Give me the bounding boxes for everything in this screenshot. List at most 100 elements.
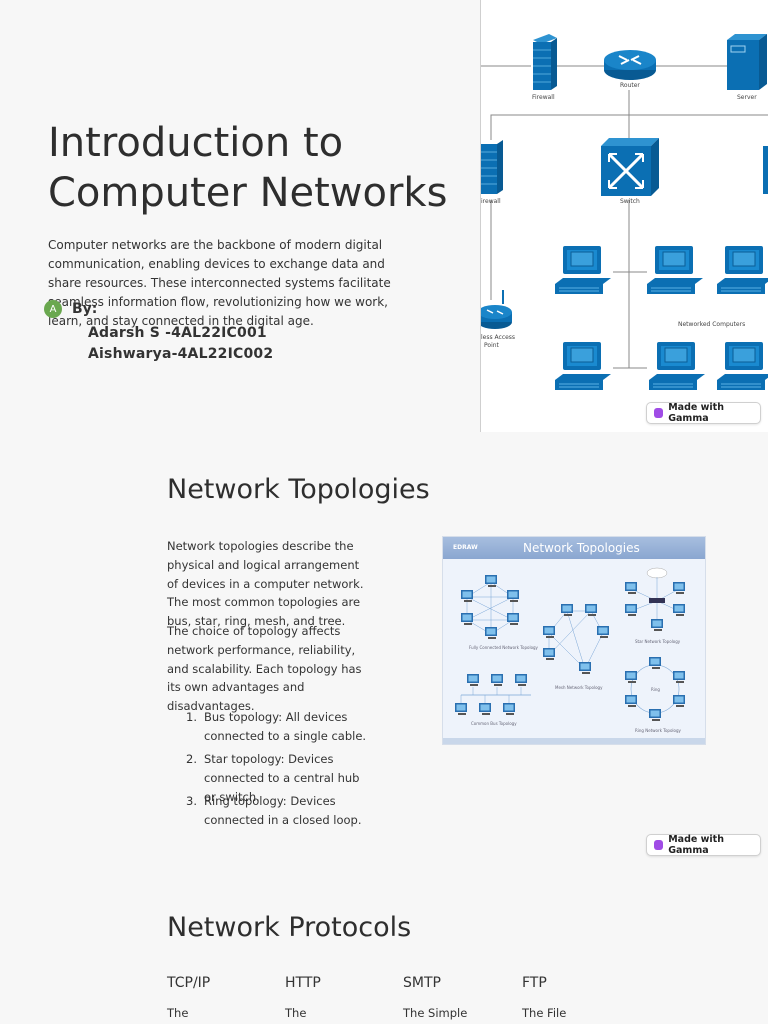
computer-icon (515, 674, 527, 686)
computer-icon (651, 619, 663, 631)
list-number: 1. (186, 710, 197, 724)
slide-title: Network Topologies (167, 474, 430, 505)
by-label: By: (72, 301, 98, 317)
made-with-gamma-badge[interactable]: Made with Gamma (646, 834, 761, 856)
computer-icon (455, 703, 467, 715)
network-diagram-image: Firewall Router Server (480, 0, 768, 432)
protocol-title: FTP (522, 975, 547, 991)
edraw-logo: EDRAW (453, 544, 478, 551)
cloud-icon (646, 567, 668, 579)
computer-icon (625, 671, 637, 683)
protocol-title: TCP/IP (167, 975, 211, 991)
topologies-image: EDRAW Network Topologies (442, 536, 706, 745)
access-point-label: Point (484, 342, 500, 349)
computer-icon (485, 627, 497, 639)
computer-icon (673, 671, 685, 683)
computer-icon (503, 703, 515, 715)
computer-icon (543, 648, 555, 660)
badge-label: Made with Gamma (668, 834, 724, 856)
access-point-icon (481, 290, 512, 329)
slide-description: Computer networks are the backbone of mo… (48, 238, 391, 328)
computer-icon (673, 604, 685, 616)
computer-icon (561, 604, 573, 616)
slide-protocols: Network Protocols TCP/IP The HTTP The SM… (0, 864, 768, 1024)
computer-icon (543, 626, 555, 638)
byline: A By: (44, 300, 97, 318)
authors: Adarsh S -4AL22IC001 Aishwarya-4AL22IC00… (88, 323, 273, 365)
protocol-title: HTTP (285, 975, 321, 991)
topology-label: Star Network Topology (635, 639, 681, 644)
computer-icon (579, 662, 591, 674)
list-number: 3. (186, 794, 197, 808)
switch-label: Switch (620, 198, 640, 205)
router-label: Router (620, 82, 640, 89)
image-title: Network Topologies (523, 541, 640, 555)
computer-icon (673, 582, 685, 594)
protocol-text: The (285, 1006, 307, 1020)
protocol-text: The Simple (403, 1006, 468, 1020)
computer-icon (625, 604, 637, 616)
computer-icon (554, 341, 612, 391)
slide-title: Network Protocols (167, 912, 412, 943)
list-item: 2. Star topology: Devices connected to a … (186, 750, 371, 804)
author-name: Aishwarya-4AL22IC002 (88, 346, 274, 362)
hub-icon (649, 598, 665, 603)
computer-icon (485, 575, 497, 587)
firewall-label: Firewall (532, 94, 555, 101)
paragraph: The choice of topology affects network p… (167, 624, 362, 714)
gamma-logo-icon (654, 840, 664, 850)
protocol-column: SMTP The Simple (403, 975, 513, 1020)
networked-computers-label: Networked Computers (678, 321, 745, 328)
computer-icon (673, 695, 685, 707)
server-icon (727, 34, 767, 90)
access-point-label: less Access (481, 334, 515, 341)
slide-intro: Introduction to Computer Networks Comput… (0, 0, 768, 432)
gamma-logo-icon (654, 408, 664, 418)
server-icon (763, 146, 768, 194)
image-header (443, 537, 705, 559)
protocol-text: The (167, 1006, 189, 1020)
computer-icon (467, 674, 479, 686)
computer-icon (625, 582, 637, 594)
slide-topologies: Network Topologies Network topologies de… (0, 432, 768, 864)
protocol-column: HTTP The (285, 975, 395, 1020)
topology-label: Ring Network Topology (635, 728, 682, 733)
list-text: Star topology: Devices connected to a ce… (204, 752, 360, 804)
network-diagram-svg: Firewall Router Server (481, 34, 768, 391)
protocol-column: FTP The File (522, 975, 632, 1020)
computer-icon (507, 590, 519, 602)
protocol-text: The File (522, 1006, 567, 1020)
topology-list: 1. Bus topology: All devices connected to… (186, 708, 371, 834)
computer-icon (554, 245, 612, 295)
topology-label: Mesh Network Topology (555, 685, 603, 690)
computer-icon (461, 590, 473, 602)
computer-icon (491, 674, 503, 686)
computer-icon (716, 341, 768, 391)
badge-label: Made with Gamma (668, 402, 724, 424)
topology-label: Fully Connected Network Topology (469, 645, 539, 650)
author-name: Adarsh S -4AL22IC001 (88, 325, 267, 341)
firewall-label: irewall (481, 198, 501, 205)
server-label: Server (737, 94, 757, 101)
made-with-gamma-badge[interactable]: Made with Gamma (646, 402, 761, 424)
computer-icon (479, 703, 491, 715)
computer-icon (625, 695, 637, 707)
list-item: 3.Ring topology: Devices connected in a … (186, 792, 371, 830)
topology-label: Common Bus Topology (471, 721, 517, 726)
computer-icon (649, 709, 661, 721)
computer-icon (716, 245, 768, 295)
avatar: A (44, 300, 62, 318)
firewall-icon (533, 34, 557, 90)
list-number: 2. (186, 752, 197, 766)
computer-icon (507, 613, 519, 625)
computer-icon (648, 341, 706, 391)
slide-title: Introduction to Computer Networks (48, 120, 448, 216)
firewall-icon (481, 140, 503, 194)
topology-label: Ring (651, 687, 660, 692)
computer-icon (461, 613, 473, 625)
list-text: Bus topology: All devices connected to a… (204, 710, 367, 743)
computer-icon (649, 657, 661, 669)
computer-icon (597, 626, 609, 638)
paragraph: Network topologies describe the physical… (167, 539, 364, 629)
switch-icon (601, 138, 659, 196)
